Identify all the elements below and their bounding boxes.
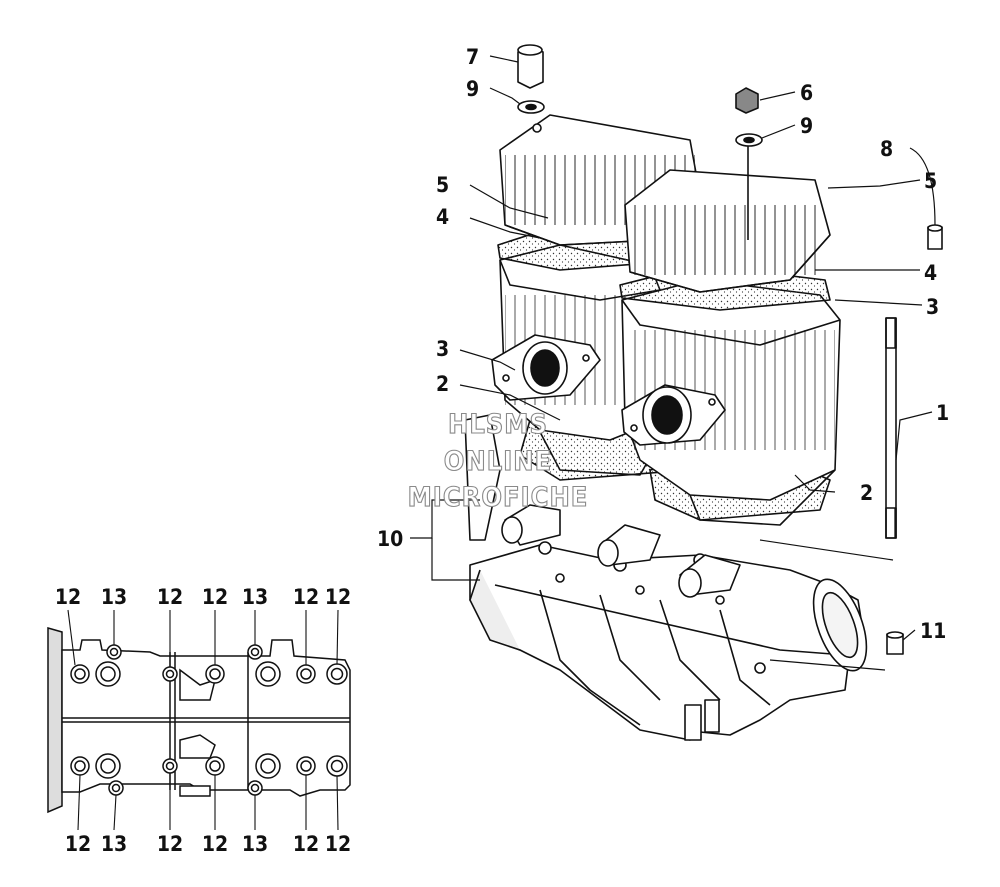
crankcase — [469, 541, 868, 741]
leader-lines — [410, 55, 936, 671]
front-cylinder-head — [624, 140, 831, 293]
callout-9-front: 9 — [800, 114, 813, 138]
watermark-line-3: MICROFICHE — [408, 482, 589, 513]
label-bottom-12-c: 12 — [202, 832, 228, 856]
label-bottom-12-a: 12 — [65, 832, 91, 856]
bottom-view-labels: 12 13 12 12 13 12 12 12 13 12 12 13 12 1… — [55, 585, 351, 856]
callout-2-front: 2 — [860, 481, 873, 505]
washer-9-front — [735, 133, 763, 147]
callout-11: 11 — [920, 619, 946, 643]
label-bottom-12-e: 12 — [325, 832, 351, 856]
callout-3-rear: 3 — [436, 337, 449, 361]
label-bottom-13-b: 13 — [242, 832, 268, 856]
callout-1: 1 — [936, 401, 949, 425]
label-top-12-d: 12 — [293, 585, 319, 609]
label-bottom-13-a: 13 — [101, 832, 127, 856]
callout-6: 6 — [800, 81, 813, 105]
engine-assembly — [464, 44, 943, 741]
label-top-13-a: 13 — [101, 585, 127, 609]
dowel-8 — [927, 224, 943, 250]
callout-numbers: 7 9 6 9 8 5 5 4 4 3 3 2 1 2 10 11 — [377, 45, 949, 643]
label-bottom-12-d: 12 — [293, 832, 319, 856]
callout-2-rear: 2 — [436, 372, 449, 396]
label-top-13-b: 13 — [242, 585, 268, 609]
rear-exhaust-flange — [491, 334, 601, 401]
callout-7: 7 — [466, 45, 479, 69]
washer-9-rear — [517, 100, 545, 114]
callout-4-front: 4 — [924, 261, 937, 285]
callout-10: 10 — [377, 527, 403, 551]
label-bottom-12-b: 12 — [157, 832, 183, 856]
callout-3-front: 3 — [926, 295, 939, 319]
callout-9-rear: 9 — [466, 77, 479, 101]
intake-ports — [464, 414, 741, 598]
nut-7 — [517, 44, 544, 89]
callout-4-rear: 4 — [436, 205, 449, 229]
callout-5-rear: 5 — [436, 173, 449, 197]
label-top-12-c: 12 — [202, 585, 228, 609]
watermark: HLSMS ONLINE MICROFICHE — [407, 408, 589, 513]
watermark-line-1: HLSMS — [448, 409, 548, 440]
label-top-12-b: 12 — [157, 585, 183, 609]
front-exhaust-flange — [621, 384, 726, 446]
label-top-12-e: 12 — [325, 585, 351, 609]
crankcase-bottom-view — [47, 627, 351, 814]
bottom-view-leaders — [67, 609, 339, 831]
stud-1 — [885, 317, 897, 539]
watermark-line-2: ONLINE — [444, 446, 552, 477]
callout-8: 8 — [880, 137, 893, 161]
dowel-11 — [886, 631, 904, 655]
nut-6 — [735, 87, 759, 114]
callout-5-front: 5 — [924, 169, 937, 193]
label-top-12-a: 12 — [55, 585, 81, 609]
